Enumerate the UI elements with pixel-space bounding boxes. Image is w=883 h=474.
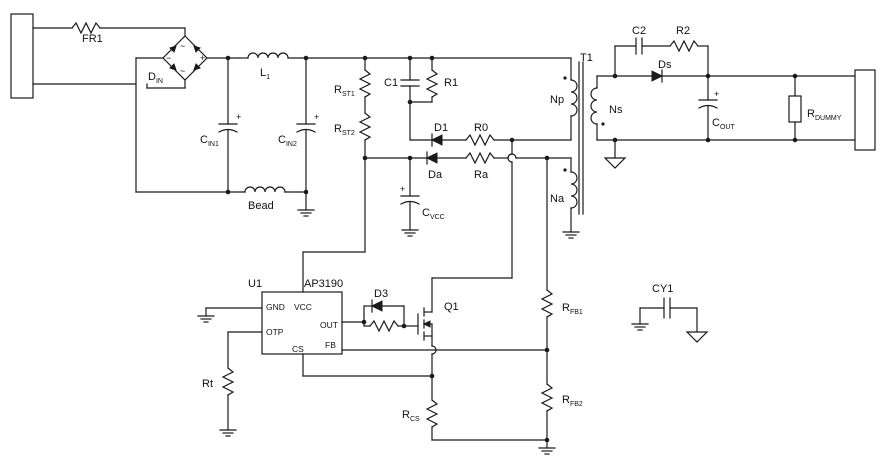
rt-label: Rt (202, 378, 213, 390)
ds-label: Ds (658, 59, 672, 71)
ra-label: Ra (474, 169, 489, 181)
pin-fb: FB (325, 340, 336, 350)
feedback-divider: RFB1 RFB2 (341, 157, 583, 455)
r0-label: R0 (474, 122, 488, 134)
bridge-rectifier-din: ~ ~ + − DIN (135, 27, 241, 193)
svg-text:+: + (314, 112, 319, 122)
l1-label: L1 (260, 67, 270, 81)
da-label: Da (428, 169, 443, 181)
svg-text:−: − (166, 53, 171, 63)
cin1-label: CIN1 (200, 134, 219, 148)
svg-text:+: + (400, 184, 405, 194)
r1-label: R1 (444, 77, 458, 89)
rst2-label: RST2 (334, 123, 355, 137)
resistor-rt: Rt (202, 331, 263, 437)
secondary-output: C2 R2 Ds + COUT RDUMMY (596, 25, 876, 169)
rst1-label: RST1 (334, 84, 355, 98)
d3-label: D3 (374, 288, 388, 300)
d1-label: D1 (434, 122, 448, 134)
t1-label: T1 (580, 52, 593, 64)
u1-label: U1 (248, 278, 262, 290)
q1-label: Q1 (444, 301, 459, 313)
y-capacitor-cy1: CY1 (631, 283, 709, 343)
vcc-supply: Da Ra + CVCC (364, 151, 550, 237)
fuse-resistor-fr1: FR1 (71, 21, 186, 45)
svg-text:+: + (200, 53, 205, 63)
ap3190-label: AP3190 (304, 278, 343, 290)
rcs-label: RCS (402, 409, 420, 423)
ground-symbol (297, 209, 315, 217)
svg-text:+: + (236, 112, 241, 122)
cvcc-label: CVCC (422, 207, 445, 221)
cout-label: COUT (712, 117, 735, 131)
cin2-label: CIN2 (278, 134, 297, 148)
bead-label: Bead (248, 200, 274, 212)
pin-vcc: VCC (294, 302, 312, 312)
bead-ferrite: Bead (135, 186, 307, 212)
gate-drive: D3 (341, 288, 419, 333)
r2-label: R2 (676, 25, 690, 37)
cy1-label: CY1 (652, 283, 673, 295)
c2-label: C2 (632, 25, 646, 37)
svg-text:~: ~ (180, 41, 185, 51)
pin-otp: OTP (266, 327, 284, 337)
c1-label: C1 (384, 77, 398, 89)
ns-label: Ns (609, 104, 623, 116)
na-label: Na (550, 193, 565, 205)
current-sense: RCS (302, 353, 548, 441)
rdummy-label: RDUMMY (807, 108, 842, 122)
input-connector (10, 13, 137, 99)
np-label: Np (550, 94, 564, 106)
pin-cs: CS (292, 344, 304, 354)
rfb1-label: RFB1 (562, 302, 583, 316)
mosfet-q1: Q1 (417, 139, 513, 377)
capacitor-cin1: + CIN1 (200, 57, 241, 193)
pin-out: OUT (320, 320, 338, 330)
svg-text:~: ~ (180, 66, 185, 76)
din-label: DIN (148, 71, 163, 85)
transformer-t1: Np Na Ns T1 (546, 52, 623, 239)
startup-resistors: RST1 RST2 (334, 57, 372, 253)
fr1-label: FR1 (82, 33, 103, 45)
pin-gnd: GND (266, 302, 285, 312)
capacitor-cin2: + CIN2 (278, 57, 319, 211)
u1-gnd (197, 307, 263, 323)
rfb2-label: RFB2 (562, 394, 583, 408)
rcd-snubber: C1 R1 D1 R0 (384, 55, 572, 147)
svg-text:+: + (714, 89, 719, 99)
controller-u1: U1 AP3190 GND VCC OTP OUT CS FB (248, 278, 343, 355)
inductor-l1: L1 (239, 52, 411, 81)
